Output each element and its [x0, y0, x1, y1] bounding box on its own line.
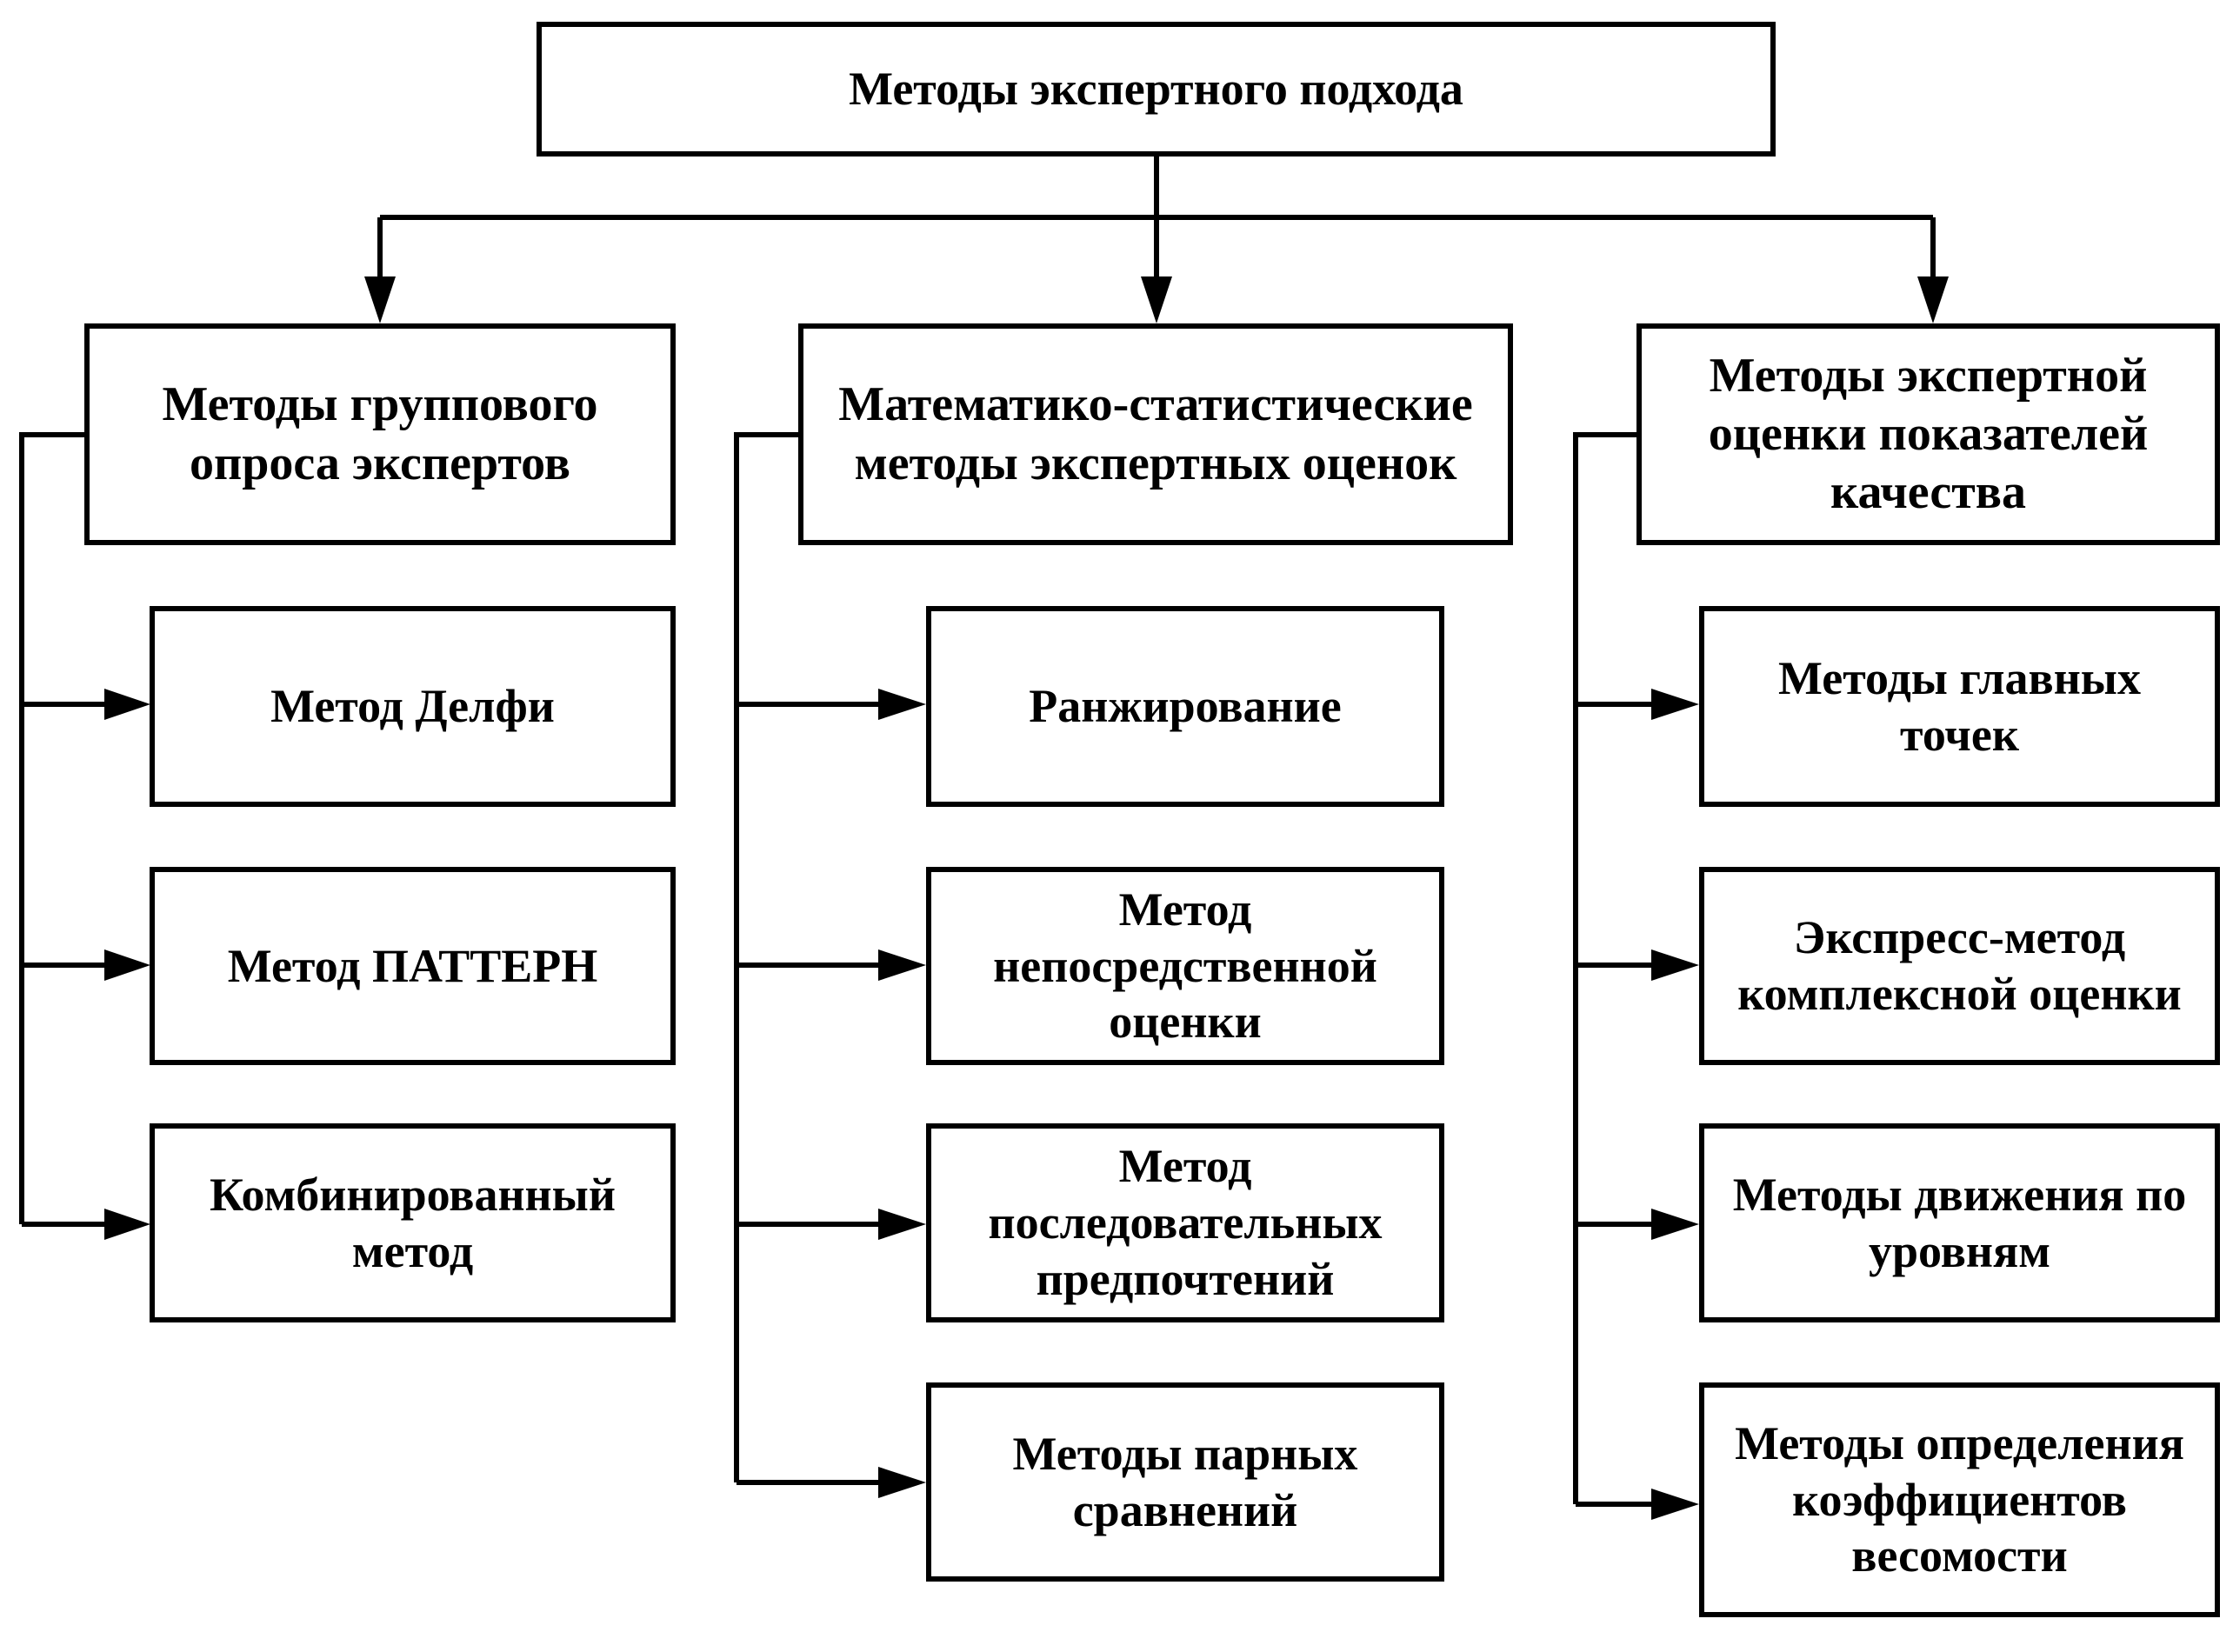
arrowhead-category-3: [1917, 276, 1949, 323]
method-level-movement: Методы движения по уровням: [1699, 1123, 2220, 1322]
category-quality-indicators: Методы экспертной оценки показателей кач…: [1636, 323, 2220, 545]
method-ranking: Ранжирование: [926, 606, 1444, 807]
method-weight-coefficients: Методы определения коэффициентов весомос…: [1699, 1382, 2220, 1617]
root-node: Методы экспертного подхода: [537, 22, 1776, 157]
method-delphi: Метод Делфи: [150, 606, 676, 807]
category-math-statistical: Математико-статистические методы эксперт…: [798, 323, 1513, 545]
method-pairwise-comparison: Методы парных сравнений: [926, 1382, 1444, 1582]
arrowhead-category-1: [364, 276, 396, 323]
category-label: Математико-статистические методы эксперт…: [838, 377, 1473, 490]
method-pattern: Метод ПАТТЕРН: [150, 867, 676, 1065]
method-direct-evaluation: Метод непосредственной оценки: [926, 867, 1444, 1065]
item-label: Методы движения по уровням: [1732, 1168, 2187, 1277]
method-express-complex-evaluation: Экспресс-метод комплексной оценки: [1699, 867, 2220, 1065]
method-main-points: Методы главных точек: [1699, 606, 2220, 807]
column-3-arrowhead-1: [1651, 689, 1699, 720]
column-3-arrowhead-2: [1651, 949, 1699, 981]
category-label: Методы группового опроса экспертов: [162, 377, 598, 490]
category-label: Методы экспертной оценки показателей кач…: [1708, 348, 2149, 520]
column-2-arrowhead-1: [878, 689, 926, 720]
category-group-survey: Методы группового опроса экспертов: [84, 323, 676, 545]
method-sequential-preferences: Метод последовательных предпочтений: [926, 1123, 1444, 1322]
column-3-bracket: [1573, 432, 1638, 1504]
item-label: Метод последовательных предпочтений: [988, 1140, 1383, 1305]
arrowhead-category-2: [1141, 276, 1172, 323]
column-2-bracket: [734, 432, 800, 1482]
column-2-arrowhead-2: [878, 949, 926, 981]
item-label: Метод непосредственной оценки: [993, 883, 1377, 1049]
column-1-arrowhead-1: [104, 689, 150, 720]
column-1-arrowhead-3: [104, 1209, 150, 1240]
column-1-bracket: [19, 432, 87, 1224]
column-2-arrowhead-3: [878, 1209, 926, 1240]
item-label: Метод Делфи: [270, 680, 555, 733]
column-3-arrowhead-3: [1651, 1209, 1699, 1240]
item-label: Методы главных точек: [1778, 651, 2141, 761]
item-label: Метод ПАТТЕРН: [227, 939, 598, 992]
root-label: Методы экспертного подхода: [849, 63, 1463, 116]
item-label: Методы определения коэффициентов весомос…: [1735, 1416, 2184, 1582]
column-3-arrowhead-4: [1651, 1489, 1699, 1520]
column-1-arrowhead-2: [104, 949, 150, 981]
item-label: Экспресс-метод комплексной оценки: [1737, 911, 2182, 1020]
item-label: Методы парных сравнений: [1012, 1427, 1358, 1536]
item-label: Ранжирование: [1029, 680, 1342, 733]
item-label: Комбинированный метод: [210, 1168, 616, 1277]
column-2-arrowhead-4: [878, 1467, 926, 1498]
method-combined: Комбинированный метод: [150, 1123, 676, 1322]
